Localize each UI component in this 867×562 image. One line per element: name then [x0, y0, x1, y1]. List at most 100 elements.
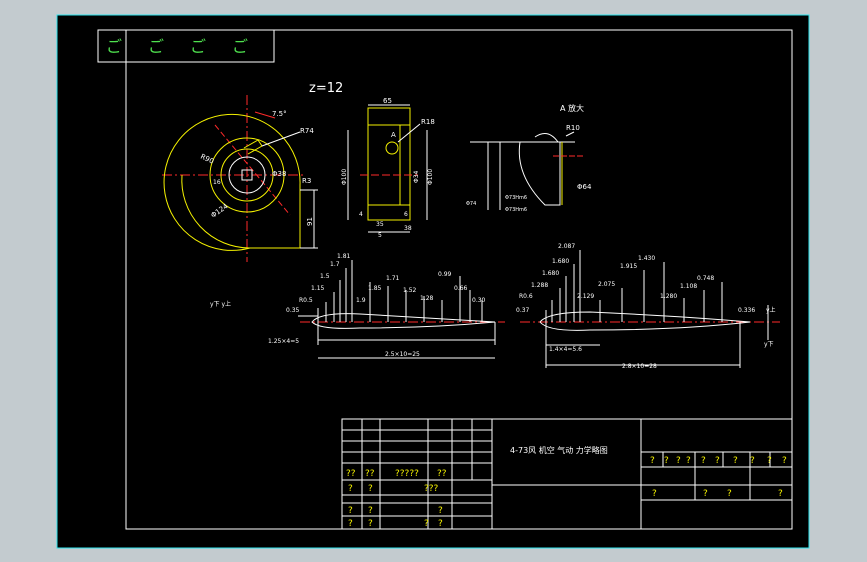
af-r-1108: 1.108: [680, 283, 697, 290]
teeth-count: z=12: [309, 81, 343, 96]
dim-phi100b: Φ100: [427, 169, 434, 185]
dim-5: 5: [378, 232, 382, 239]
tb-r-a7: ?: [750, 456, 755, 466]
label-a: A: [391, 131, 396, 139]
tb-l-c1: ?: [368, 506, 373, 516]
dim-16: 16: [213, 179, 221, 186]
detail-a-title: A 放大: [560, 103, 584, 113]
tb-l-d1: ?: [368, 519, 373, 529]
af-r-1288: 1.288: [531, 282, 548, 289]
header-mark: ご: [106, 37, 122, 56]
hub-section: 65 A R18 Φ100 Φ34 Φ100 4 6 35 38 5: [341, 97, 435, 239]
af-l-099: 0.99: [438, 271, 452, 278]
dim-38: 38: [404, 225, 412, 232]
af-l-128: 1.28: [420, 295, 434, 302]
header-box: ご ご ご ご: [97, 29, 275, 63]
dim-91: 91: [306, 217, 314, 226]
drawing-sheet: [57, 15, 809, 548]
dim-6: 6: [404, 211, 408, 218]
af-r-037: 0.37: [516, 307, 530, 314]
tb-l-b0: ?: [348, 484, 353, 494]
airfoil-right: 2.087 1.680 1.680 1.288 R0.6 0.37 2.129 …: [516, 243, 780, 370]
dim-phi64: Φ64: [577, 183, 592, 191]
dim-35: 35: [376, 221, 384, 228]
tb-l-d2: ?: [424, 519, 429, 529]
tb-r-a5: ?: [715, 456, 720, 466]
af-r-axis-down: y下: [764, 341, 774, 348]
dim-phi34: Φ34: [413, 170, 420, 183]
af-r-base: 1.4×4=5.6: [549, 346, 582, 353]
tb-r-a9: ?: [782, 456, 787, 466]
dim-phi73: Φ73Hm6: [505, 195, 527, 201]
tb-r-a6: ?: [733, 456, 738, 466]
tb-r-b2: ?: [727, 489, 732, 499]
dim-phi74: Φ74: [466, 201, 476, 207]
af-r-2087: 2.087: [558, 243, 575, 250]
tb-l-d3: ?: [438, 519, 443, 529]
tb-r-a0: ?: [650, 456, 655, 466]
af-r-2075: 2.075: [598, 281, 615, 288]
af-r-r06: R0.6: [519, 293, 533, 300]
af-r-1680a: 1.680: [552, 258, 569, 265]
tb-r-b1: ?: [703, 489, 708, 499]
tb-r-b3: ?: [778, 489, 783, 499]
dim-4: 4: [359, 211, 363, 218]
tb-l-b1: ?: [368, 484, 373, 494]
af-r-1280: 1.280: [660, 293, 677, 300]
tb-l-c0: ?: [348, 506, 353, 516]
tb-l-a0: ??: [346, 469, 356, 479]
tb-l-a2: ?????: [395, 469, 419, 479]
af-l-066: 0.66: [454, 285, 468, 292]
drawing-title: 4-73风 机空 气动 力学略图: [510, 445, 608, 455]
tb-r-a4: ?: [701, 456, 706, 466]
af-l-15: 1.5: [320, 273, 330, 280]
af-l-span: 2.5×10=25: [385, 351, 420, 358]
af-l-r05: R0.5: [299, 297, 313, 304]
header-mark: ご: [232, 37, 248, 56]
tb-l-d0: ?: [348, 519, 353, 529]
af-l-axis: y下 y上: [210, 300, 231, 308]
dim-r18: R18: [421, 118, 435, 126]
af-r-2129: 2.129: [577, 293, 594, 300]
dim-phi38: Φ38: [272, 170, 286, 178]
dim-65: 65: [383, 97, 392, 105]
af-r-0336: 0.336: [738, 307, 755, 314]
tb-r-a1: ?: [664, 456, 669, 466]
af-r-0748: 0.748: [697, 275, 714, 282]
airfoil-left: 1.81 1.7 1.5 1.15 R0.5 0.35 1.9 1.85 1.7…: [210, 253, 505, 359]
dim-r3: R3: [302, 177, 311, 185]
dim-angle: 7.5°: [272, 110, 287, 118]
af-l-base: 1.25×4=5: [268, 338, 299, 345]
dim-phi100: Φ100: [341, 169, 348, 185]
detail-a: A 放大 R10 Φ64 Φ74 Φ73Hm6 Φ73Hm6: [466, 103, 592, 213]
tb-r-b0: ?: [652, 489, 657, 499]
header-mark: ご: [148, 37, 164, 56]
tb-l-c2: ?: [438, 506, 443, 516]
impeller-view: z=12 7.5° R74 R90 Φ38 R3 Φ124 16 91: [162, 81, 343, 262]
tb-r-a2: ?: [676, 456, 681, 466]
af-l-171: 1.71: [386, 275, 400, 282]
dim-phi73b: Φ73Hm6: [505, 207, 527, 213]
tb-r-a3: ?: [686, 456, 691, 466]
tb-l-b2: ???: [424, 484, 439, 494]
header-mark: ご: [190, 37, 206, 56]
tb-l-a3: ??: [437, 469, 447, 479]
af-r-1915: 1.915: [620, 263, 637, 270]
af-r-axis-up: y上: [766, 306, 776, 314]
af-r-1680b: 1.680: [542, 270, 559, 277]
outer-frame: [56, 14, 810, 549]
af-l-030: 0.30: [472, 297, 486, 304]
af-l-035: 0.35: [286, 307, 300, 314]
title-block: 4-73风 机空 气动 力学略图 ?? ?? ????? ?? ? ? ??? …: [341, 418, 793, 530]
af-l-185: 1.85: [368, 285, 382, 292]
af-l-152: 1.52: [403, 287, 417, 294]
af-l-115: 1.15: [311, 285, 325, 292]
dim-r74: R74: [300, 127, 314, 135]
af-r-span: 2.8×10=28: [622, 363, 657, 370]
af-l-181: 1.81: [337, 253, 351, 260]
af-r-1430: 1.430: [638, 255, 655, 262]
dim-r10: R10: [566, 124, 580, 132]
af-l-19: 1.9: [356, 297, 366, 304]
af-l-17: 1.7: [330, 261, 340, 268]
